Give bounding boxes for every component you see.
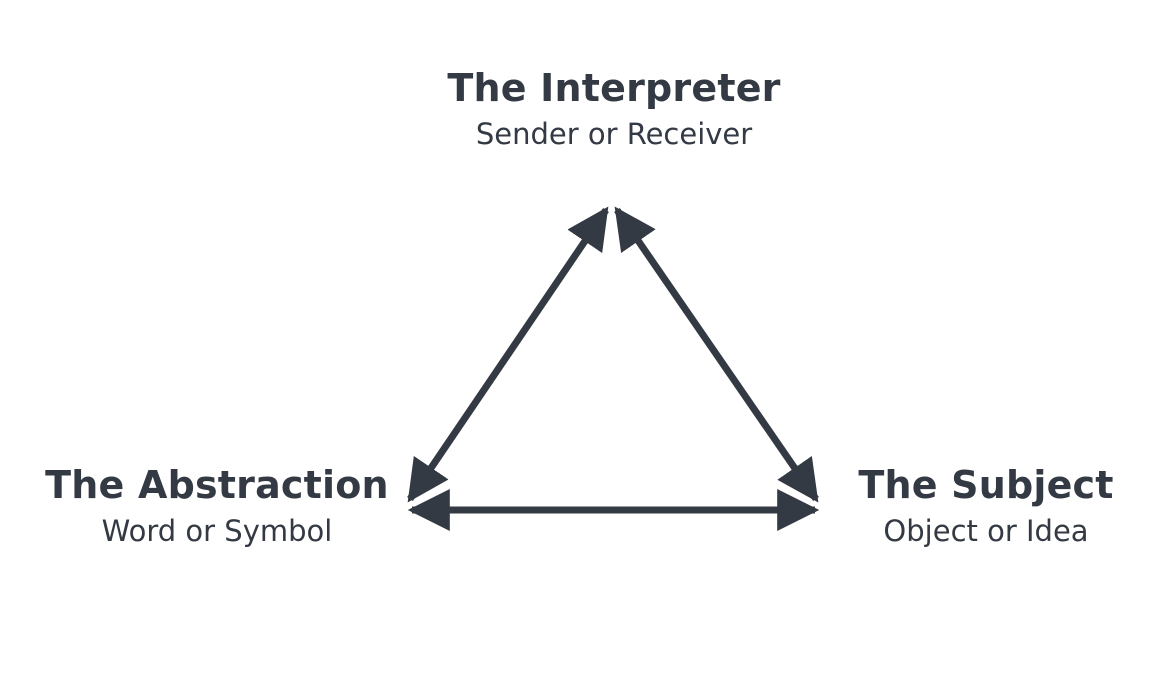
node-abstraction: The Abstraction Word or Symbol [45,461,389,551]
node-title: The Interpreter [447,66,781,110]
node-title: The Abstraction [45,463,389,507]
node-subtitle: Object or Idea [883,514,1089,548]
node-title: The Subject [858,463,1114,507]
node-subtitle: Sender or Receiver [475,117,753,151]
arrow-interpreter-subject [614,206,819,503]
node-subtitle: Word or Symbol [101,514,333,548]
node-interpreter: The Interpreter Sender or Receiver [447,64,780,154]
node-subject: The Subject Object or Idea [858,461,1113,551]
arrow-interpreter-abstraction [407,206,609,503]
